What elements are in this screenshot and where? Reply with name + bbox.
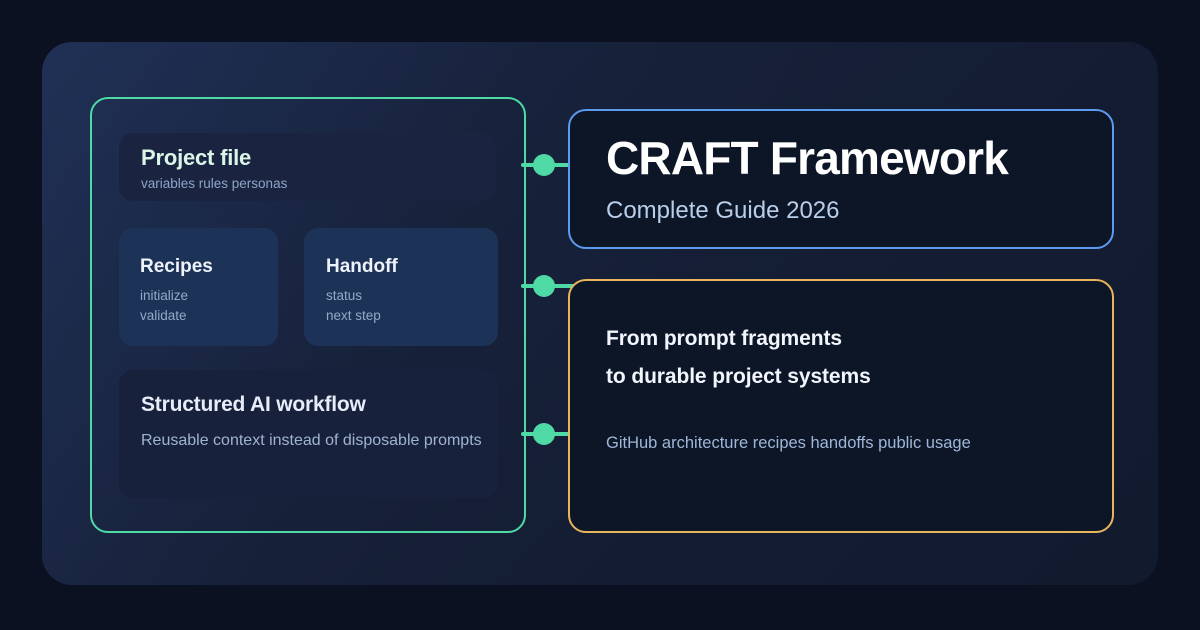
handoff-title: Handoff (326, 256, 398, 277)
recipes-line-2: validate (140, 308, 187, 323)
connector-bar-right-3 (548, 432, 578, 436)
connector-dot-3 (533, 423, 555, 445)
pitch-headline-line-2: to durable project systems (606, 365, 871, 388)
recipes-title: Recipes (140, 256, 213, 277)
craft-framework-subtitle: Complete Guide 2026 (606, 197, 840, 224)
project-file-card[interactable]: Project file variables rules personas (119, 133, 496, 201)
handoff-line-2: next step (326, 308, 381, 323)
recipes-lines: initialize validate (140, 286, 278, 326)
handoff-lines: status next step (326, 286, 498, 326)
structured-workflow-subtitle: Reusable context instead of disposable p… (141, 432, 482, 449)
pitch-card[interactable]: From prompt fragments to durable project… (568, 279, 1114, 533)
recipes-line-1: initialize (140, 288, 189, 303)
handoff-line-1: status (326, 288, 363, 303)
project-file-subtitle: variables rules personas (141, 176, 288, 191)
pitch-headline-line-1: From prompt fragments (606, 327, 842, 350)
project-file-title: Project file (141, 145, 252, 170)
handoff-card[interactable]: Handoff status next step (304, 228, 498, 346)
structured-workflow-card[interactable]: Structured AI workflow Reusable context … (119, 370, 498, 498)
pitch-subtitle: GitHub architecture recipes handoffs pub… (606, 434, 971, 452)
recipes-card[interactable]: Recipes initialize validate (119, 228, 278, 346)
connector-dot-2 (533, 275, 555, 297)
left-group-outline (90, 97, 526, 533)
connector-dot-1 (533, 154, 555, 176)
craft-framework-card[interactable]: CRAFT Framework Complete Guide 2026 (568, 109, 1114, 249)
craft-framework-title: CRAFT Framework (606, 132, 1009, 184)
structured-workflow-title: Structured AI workflow (141, 393, 366, 416)
connector-bar-right-2 (548, 284, 578, 288)
connector-bar-right-1 (548, 163, 578, 167)
